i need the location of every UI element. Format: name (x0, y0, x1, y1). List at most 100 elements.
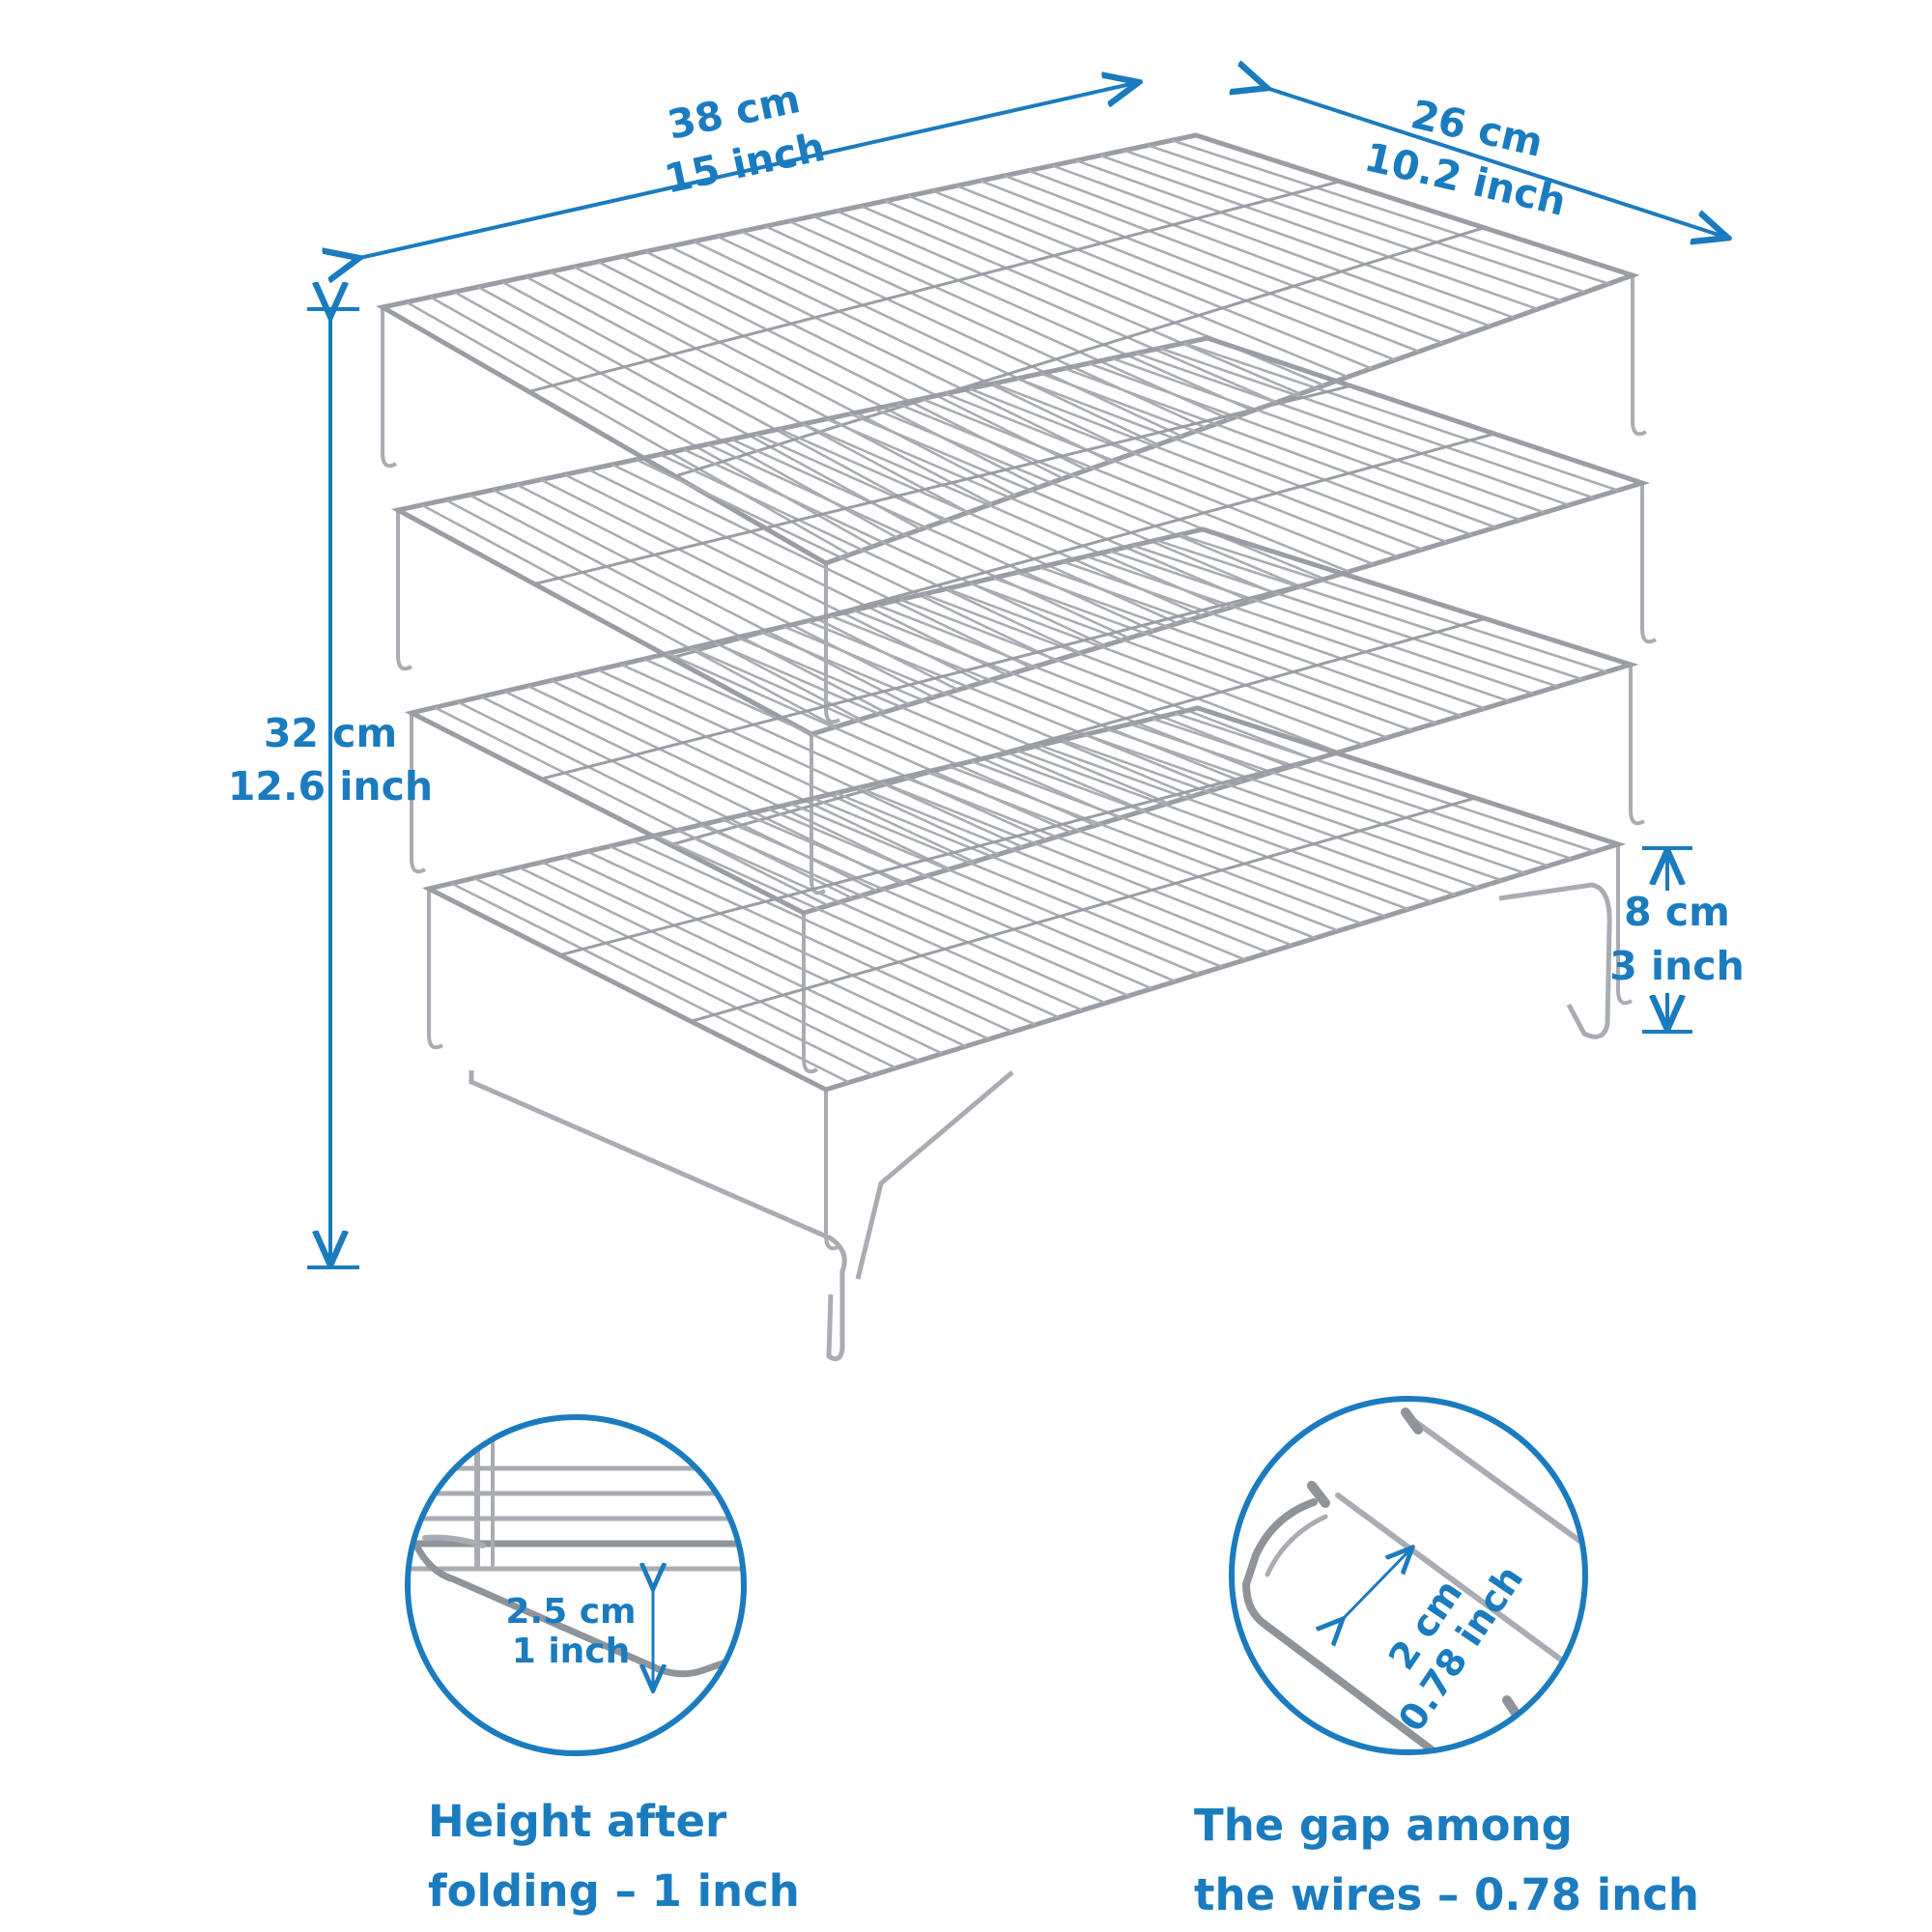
rack-wire (1064, 367, 1496, 529)
rack-leg (824, 1090, 840, 1251)
width-dimension-arrow (355, 83, 1135, 259)
rack-wire (1038, 565, 1462, 718)
rack-wire (1084, 733, 1502, 882)
gap-caption: The gap among the wires – 0.78 inch (1194, 1791, 1699, 1930)
rack-wire (496, 871, 896, 1069)
rack-wire (587, 468, 1008, 676)
rack-wire (992, 577, 1412, 732)
rack-wire (767, 808, 1177, 983)
rack-wire (563, 855, 967, 1048)
tier-gap-cm-label: 8 cm (1624, 889, 1730, 935)
rack-wire (1040, 372, 1472, 536)
rack-wire (444, 498, 862, 721)
fold-caption-line-1: Height after (428, 1796, 727, 1847)
rack-frame (404, 526, 1639, 916)
rack-leg (381, 307, 397, 469)
rack-wire (745, 812, 1153, 990)
rack-wire (525, 275, 969, 514)
rack-wire (897, 402, 1325, 581)
rack-wire (1016, 377, 1448, 544)
rack-wire (643, 657, 1048, 841)
rack-wire (736, 636, 1145, 812)
rack-wire (574, 673, 975, 864)
rack-support-bar (559, 752, 1337, 957)
gap-caption-line-1: The gap among (1194, 1800, 1573, 1851)
rack-wire (573, 265, 1017, 497)
rack-wire (635, 458, 1057, 662)
rack-leg (1616, 844, 1633, 1006)
rack-wire (925, 770, 1340, 932)
fold-inch-label: 1 inch (512, 1632, 631, 1671)
rack-wire (699, 823, 1106, 1005)
depth-dimension-arrow (1264, 87, 1724, 237)
rack-wire (632, 839, 1037, 1026)
rack-leg (410, 713, 426, 874)
rack-wire (1016, 749, 1433, 903)
rack-wire (1155, 538, 1583, 681)
rack-bottom-leg (855, 1070, 1014, 1280)
rack-wire (609, 844, 1013, 1034)
rack-wire (858, 786, 1269, 954)
rack-leg (396, 510, 412, 671)
rack-support-bar (674, 226, 1485, 478)
rack-wire (1159, 347, 1594, 499)
fold-cm-label: 2.5 cm (505, 1592, 636, 1632)
rack-wire (1063, 560, 1486, 710)
rack-wire (949, 765, 1363, 925)
rack-wire (880, 781, 1293, 947)
rack-wire (469, 494, 886, 714)
rack-wire (945, 392, 1375, 566)
rack-leg (427, 889, 443, 1050)
rack-wire (516, 483, 935, 698)
rack-wire (541, 861, 944, 1055)
rack-wire (457, 700, 853, 900)
rack-frame (376, 132, 1640, 566)
rack-wire (501, 280, 946, 523)
rack-leg (1629, 665, 1645, 826)
rack-wire (899, 598, 1316, 761)
rack-wire (993, 754, 1409, 911)
rack-wire (969, 582, 1388, 739)
rack-wire (812, 797, 1223, 969)
rack-wire (807, 619, 1218, 790)
fold-caption: Height after folding – 1 inch (428, 1787, 800, 1926)
rack-wire (1062, 738, 1479, 890)
tier-gap-inch-label: 3 inch (1609, 943, 1745, 989)
rack-wire (1015, 571, 1437, 724)
height-cm-label: 32 cm (264, 710, 397, 756)
rack-wire (1111, 356, 1546, 514)
rack-wire (1175, 712, 1596, 853)
rack-wire (706, 442, 1130, 639)
rack-wire (830, 614, 1242, 783)
rack-wire (876, 604, 1292, 769)
rack-wire (1109, 550, 1534, 696)
rack-wire (1129, 723, 1549, 867)
rack-wire (826, 417, 1252, 603)
height-inch-label: 12.6 inch (228, 763, 433, 810)
rack-wire (1038, 744, 1456, 896)
rack-leg (1640, 483, 1657, 644)
dimension-lines (307, 83, 1724, 1269)
rack-bottom-leg (1498, 882, 1612, 1039)
rack-wire (722, 818, 1130, 998)
rack-wire (921, 397, 1350, 573)
gap-detail-circle: 2 cm 0.78 inch (1229, 1396, 1588, 1755)
rack-wire (835, 791, 1246, 961)
rack-wire (790, 802, 1200, 976)
rack-wire (1151, 717, 1573, 861)
rack-wire (597, 668, 999, 856)
rack-wire (586, 850, 990, 1040)
rack-bottom-leg (469, 1070, 847, 1362)
cooling-rack-stack (376, 132, 1657, 1362)
rack-wire (980, 179, 1420, 354)
rack-leg (1631, 275, 1647, 437)
rack-wire (1132, 544, 1558, 688)
rack-wire (1179, 533, 1607, 673)
rack-wire (713, 641, 1121, 819)
rack-frame (390, 335, 1651, 737)
rack-wire (550, 679, 951, 870)
rack-wire (759, 630, 1170, 805)
rack-wire (740, 230, 1182, 438)
